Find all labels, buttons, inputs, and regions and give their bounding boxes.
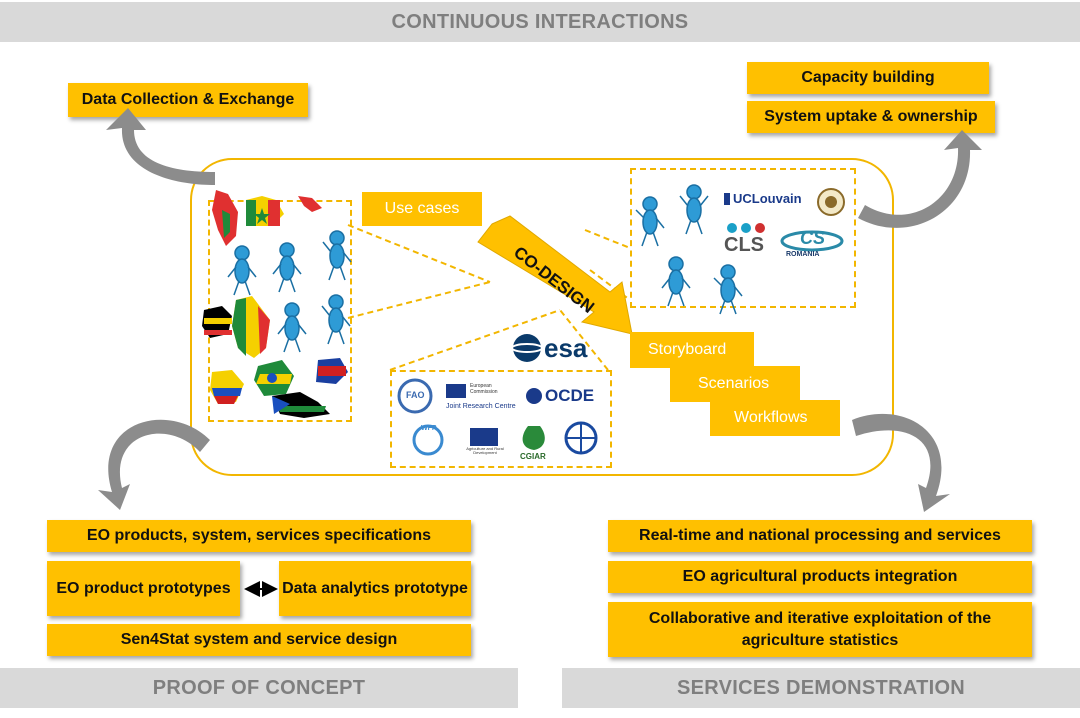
band-continuous-interactions: CONTINUOUS INTERACTIONS [0,2,1080,42]
cls-logo-text: CLS [724,234,764,256]
capacity-building-box: Capacity building [747,62,989,94]
ec-agri-logo-text: Agriculture and Rural Development [466,446,504,456]
scenarios-box: Scenarios [670,366,800,402]
band-proof-of-concept: PROOF OF CONCEPT [0,668,518,708]
jrc-logo-text: Joint Research Centre [446,403,516,410]
stick-figures [227,184,743,353]
connector-lines [347,224,631,371]
system-design-box: Sen4Stat system and service design [47,624,471,656]
romania-logo-text: ROMANIA [786,251,820,258]
cs-logo-text: CS [800,228,826,248]
storyboard-box: Storyboard [630,332,754,368]
band-services-demonstration: SERVICES DEMONSTRATION [562,668,1080,708]
use-cases-box: Use cases [362,192,482,226]
collaborative-box: Collaborative and iterative exploitation… [608,602,1032,657]
institutions-group [390,370,612,468]
data-collection-box: Data Collection & Exchange [68,83,308,117]
eo-prototypes-box: EO product prototypes [47,561,240,616]
realtime-box: Real-time and national processing and se… [608,520,1032,552]
partners-group [630,168,856,308]
institution-logos [397,378,598,456]
jrc-top-logo-text: European Commission [470,383,498,395]
specs-box: EO products, system, services specificat… [47,520,471,552]
ocde-logo-text: OCDE [545,386,595,405]
esa-logo-text: esa [544,333,588,363]
partner-logos [724,188,845,252]
curved-arrows [98,108,982,512]
integration-box: EO agricultural products integration [608,561,1032,593]
fao-logo-text: FAO [406,390,425,400]
central-frame [190,158,894,476]
uclouvain-logo-text: UCLouvain [733,191,802,206]
wfp-logo-text: WFP [421,425,437,432]
country-flags [202,190,348,418]
system-uptake-box: System uptake & ownership [747,101,995,133]
analytics-prototype-box: Data analytics prototype [279,561,471,616]
workflows-box: Workflows [710,400,840,436]
cgiar-logo-text: CGIAR [520,452,546,461]
esa-mark [511,334,543,362]
